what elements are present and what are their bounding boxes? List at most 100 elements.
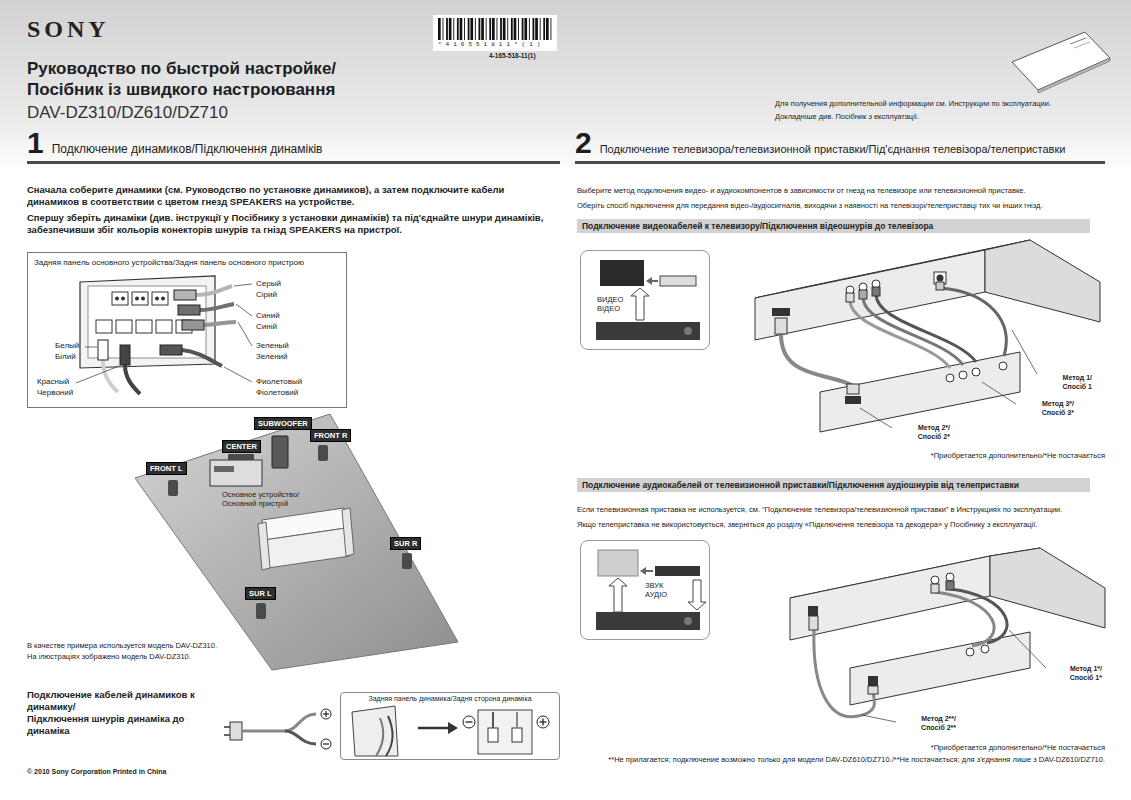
leader-line [224,367,252,382]
barcode-bar [500,18,502,40]
video-connection-picture [946,374,954,382]
speaker-cable [285,731,316,744]
audio-panel-picture [640,567,646,575]
signal-name: ЗВУК АУДІО [645,581,667,600]
main-unit-rear-panel [121,297,125,301]
video-panel-picture [596,322,700,340]
barcode-bar [533,18,535,40]
barcode-bar [528,18,530,40]
video-connection-picture [755,250,985,340]
method-callout: Метод 2**/ Спосіб 2** [900,715,956,733]
reference-note: Докладніше див. Посібник з експлуатації. [775,112,1105,121]
video-panel-picture [600,260,644,286]
audio-panel-picture [655,566,700,576]
barcode-bar [489,18,491,40]
speaker-terminal [488,728,498,742]
video-connection-picture [999,362,1007,370]
method-callout: Метод 1*/ Спосіб 1* [1050,665,1102,683]
speaker-cable [321,739,331,749]
main-unit-rear-panel [96,320,112,333]
barcode-bar [503,18,506,40]
box-text: FRONT R [314,431,347,440]
leader-line [1012,330,1037,374]
main-unit-rear-panel [152,292,168,305]
step-heading: Підключення шнурів динаміка до динаміка [27,713,217,737]
video-connection-picture [850,300,950,368]
audio-panel-picture [598,550,638,576]
booklet-icon [1074,42,1090,48]
speaker-plug [120,345,130,365]
speaker-terminal [463,716,475,728]
model-note: На ілюстраціях зображено модель DAV-DZ31… [27,652,191,661]
method-callout: Метод 1/ Спосіб 1 [1040,374,1092,392]
subsection-band: Подключение аудиокабелей от телевизионно… [577,478,1090,492]
part-number: 4-165-518-11(1) [489,52,536,60]
room-furniture [402,553,412,569]
room-furniture [214,466,234,472]
barcode-bar [479,18,481,40]
color-callout: Синій [256,322,277,332]
speaker-terminal [516,712,518,728]
color-callout: Синий [256,311,280,321]
main-unit-rear-panel [156,320,172,333]
section-number: 2 [575,128,592,158]
room-furniture [258,522,270,570]
audio-connection-picture [950,589,1007,643]
leader-line [862,715,896,722]
room-furniture [272,436,288,468]
barcode-bar [470,18,473,40]
brand-logo: SONY [27,14,110,44]
reference-note: Для получения дополнительной информации … [775,99,1105,108]
speaker-terminal [478,710,532,754]
video-panel-picture [646,277,652,285]
speaker-terminal [418,727,448,730]
speaker-tag: CENTER [222,440,261,453]
video-connection-picture [985,240,1100,322]
speaker-plug [182,350,222,366]
instruction-text: Якщо телеприставка не використовується, … [577,520,1107,529]
color-callout: Красный [37,377,69,387]
speaker-plug [196,286,232,295]
model-names: DAV-DZ310/DZ610/DZ710 [27,102,228,123]
video-connection-picture [845,396,861,404]
room-furniture [256,603,266,619]
speaker-plug [178,305,200,315]
speaker-terminal [386,716,393,756]
unit-callout: Основное устройство/ Основний пристрій [222,490,314,509]
audio-connection-picture [868,686,878,694]
video-connection-picture [872,287,880,296]
room-furniture [342,508,354,556]
instruction-text: Выберите метод подключения видео- и ауди… [577,186,1107,195]
video-connection-picture [846,293,854,302]
video-connection-picture [876,294,976,362]
barcode [433,15,557,51]
video-connection-picture [775,318,787,334]
barcode-bar [457,18,459,40]
video-connection-picture [972,368,980,376]
leader-line [236,304,252,316]
room-furniture [168,436,412,619]
video-panel-picture [660,276,696,286]
barcode-bar [539,18,541,40]
color-callout: Зелений [256,352,288,362]
speaker-terminal [466,721,473,722]
barcode-bar [449,18,452,40]
barcode-digits: *416551811*(1) [438,41,544,49]
speaker-cable [242,714,316,731]
room-furniture [210,460,262,486]
audio-connection-picture [850,632,1030,705]
speaker-plug [103,360,118,392]
speaker-tag: SUBWOOFER [254,417,312,430]
barcode-bar [464,18,466,40]
barcode-bar [446,18,448,40]
video-connection-picture [936,282,944,290]
speaker-plug [204,322,236,325]
leader-line [234,284,252,286]
barcode-bar [524,18,527,40]
box-text: SUBWOOFER [258,419,308,428]
speaker-tag: SUR L [245,587,276,600]
barcode-bar [468,18,470,40]
color-callout: Зеленый [256,341,289,351]
box-text: SUR R [394,539,417,548]
video-panel-picture [631,288,649,320]
